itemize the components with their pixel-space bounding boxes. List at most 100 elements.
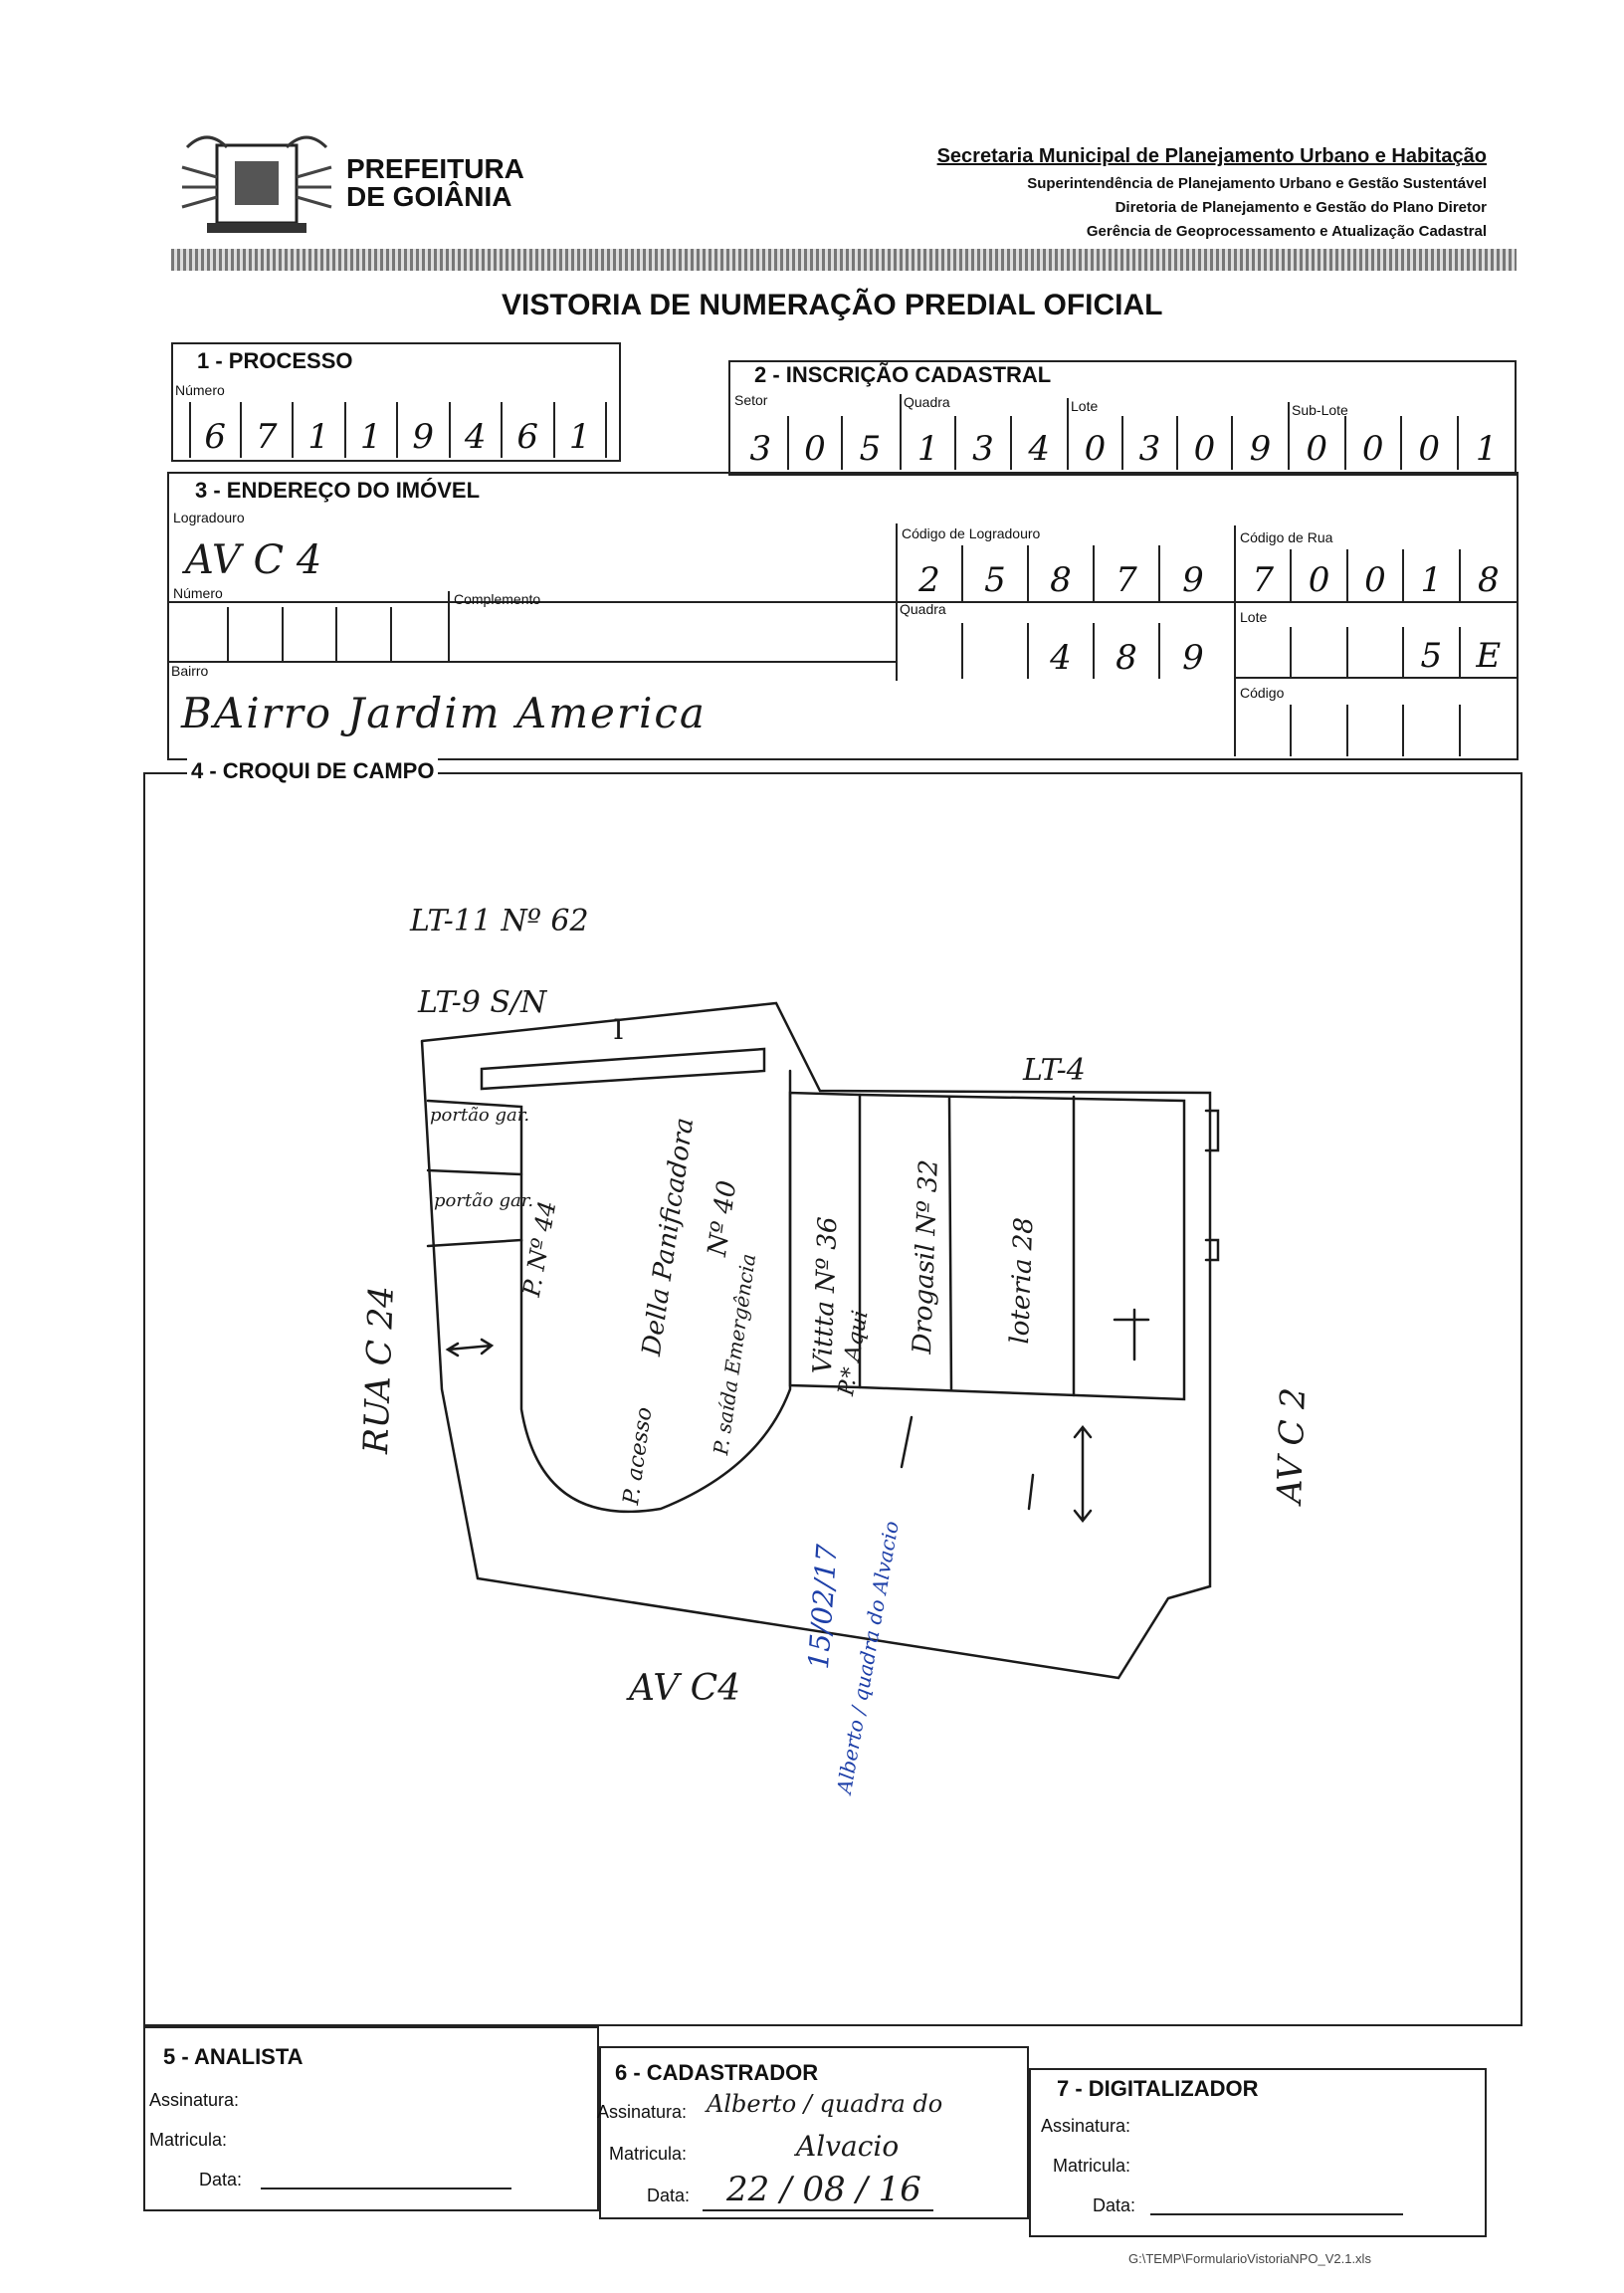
note-i-mark: I <box>613 1013 625 1046</box>
croqui-title: 4 - CROQUI DE CAMPO <box>187 758 439 784</box>
processo-numero-label: Número <box>175 382 225 398</box>
note-portao-2: portão gar. <box>434 1190 534 1211</box>
cod-logradouro-digit: 8 <box>1029 545 1095 601</box>
digitalizador-data-label: Data: <box>1093 2195 1136 2215</box>
quadra-address-digit <box>898 623 963 679</box>
cod-logradouro-digit: 5 <box>963 545 1029 601</box>
inscricao-box <box>728 360 1517 476</box>
analista-title: 5 - ANALISTA <box>163 2044 304 2069</box>
lote-address-digit: E <box>1476 636 1502 676</box>
inscricao-divider <box>900 394 902 470</box>
codigo-digit <box>1236 705 1293 756</box>
quadra-digit: 3 <box>956 416 1012 470</box>
lote-label: Lote <box>1071 398 1099 414</box>
lote-address-digit <box>1236 627 1293 677</box>
cadastrador-title: 6 - CADASTRADOR <box>615 2060 819 2085</box>
codigo-digit <box>1461 705 1517 756</box>
quadra-address-digit: 4 <box>1029 623 1095 679</box>
analista-data-label: Data: <box>199 2170 243 2189</box>
numero-label: Número <box>173 585 223 601</box>
form-title: VISTORIA DE NUMERAÇÃO PREDIAL OFICIAL <box>502 289 1163 321</box>
processo-title: 1 - PROCESSO <box>197 348 353 373</box>
footer-file-path: G:\TEMP\FormularioVistoriaNPO_V2.1.xls <box>1128 2251 1371 2266</box>
numero-digit <box>337 607 392 661</box>
header-secretaria: Secretaria Municipal de Planejamento Urb… <box>936 145 1487 167</box>
bairro-label: Bairro <box>171 663 209 679</box>
cod-rua-cells: 7 0 0 1 8 <box>1236 549 1517 601</box>
quadra-cells: 1 3 4 <box>902 416 1067 470</box>
setor-digit: 3 <box>734 416 789 470</box>
endereco-divider <box>1234 677 1517 679</box>
arrow <box>1073 1424 1093 1524</box>
site-sketch <box>420 1001 1220 1680</box>
analista-matricula-label: Matricula: <box>149 2130 228 2150</box>
lote-address-digit: 5 <box>1404 627 1461 677</box>
sublote-digit: 0 <box>1290 416 1346 470</box>
processo-digit: 6 <box>189 402 242 458</box>
quadra-address-digit: 8 <box>1095 623 1160 679</box>
codigo-label: Código <box>1240 685 1285 701</box>
cod-logradouro-label: Código de Logradouro <box>902 525 1041 541</box>
processo-numero-cells: 6 7 1 1 9 4 6 1 <box>189 402 607 458</box>
note-lt4: LT-4 <box>1023 1053 1086 1088</box>
processo-digit: 9 <box>398 402 451 458</box>
processo-box <box>171 342 621 462</box>
note-av-c4: AV C4 <box>629 1668 741 1709</box>
endereco-divider <box>448 591 450 663</box>
logradouro-label: Logradouro <box>173 510 245 525</box>
numero-digit <box>284 607 338 661</box>
quadra-address-digit: 9 <box>1182 638 1204 678</box>
logradouro-value: AV C 4 <box>185 537 322 583</box>
digitalizador-title: 7 - DIGITALIZADOR <box>1057 2076 1259 2101</box>
complemento-label: Complemento <box>454 591 541 607</box>
note-rua-c24: RUA C 24 <box>356 1285 402 1455</box>
processo-digit: 1 <box>346 402 398 458</box>
cadastrador-data-label: Data: <box>647 2186 691 2205</box>
numero-cells <box>175 607 446 661</box>
setor-digit: 0 <box>789 416 844 470</box>
lote-digit: 9 <box>1249 429 1272 469</box>
lote-address-label: Lote <box>1240 609 1268 625</box>
lote-digit: 0 <box>1178 416 1233 470</box>
note-lt11: LT-11 Nº 62 <box>410 904 589 938</box>
cod-rua-digit: 7 <box>1236 549 1293 601</box>
lot-outline <box>420 1001 1212 1680</box>
setor-cells: 3 0 5 <box>734 416 898 470</box>
processo-digit: 7 <box>242 402 294 458</box>
note-lt9: LT-9 S/N <box>418 985 547 1020</box>
sublote-digit: 0 <box>1346 416 1402 470</box>
bairro-value: BAirro Jardim America <box>181 689 707 737</box>
cod-rua-label: Código de Rua <box>1240 529 1333 545</box>
cod-logradouro-cells: 2 5 8 7 9 <box>898 545 1226 601</box>
digitalizador-box <box>1029 2068 1487 2237</box>
cadastrador-assinatura: Alberto / quadra do <box>707 2090 943 2118</box>
codigo-digit <box>1404 705 1461 756</box>
org-name-line1: PREFEITURA <box>346 153 524 184</box>
header-diretoria: Diretoria de Planejamento e Gestão do Pl… <box>1115 199 1487 216</box>
digitalizador-assinatura-label: Assinatura: <box>1041 2116 1131 2136</box>
cod-logradouro-digit: 2 <box>898 545 963 601</box>
quadra-address-digit <box>963 623 1029 679</box>
goiania-coat-of-arms <box>177 127 336 237</box>
lote-address-digit <box>1348 627 1405 677</box>
endereco-divider <box>169 601 1517 603</box>
codigo-digit <box>1292 705 1348 756</box>
header-superintendencia: Superintendência de Planejamento Urbano … <box>1027 175 1487 192</box>
lote-address-cells: 5 E <box>1236 627 1517 677</box>
cadastrador-assinatura-label: Assinatura: <box>597 2102 688 2122</box>
cod-logradouro-digit: 7 <box>1095 545 1160 601</box>
note-loteria: loteria 28 <box>1005 1216 1040 1346</box>
inscricao-divider <box>1288 402 1290 470</box>
processo-digit: 1 <box>555 402 607 458</box>
org-name: PREFEITURA DE GOIÂNIA <box>346 155 524 211</box>
arrow <box>1113 1308 1150 1361</box>
inscricao-divider <box>1067 398 1069 470</box>
analista-data-line <box>261 2188 511 2189</box>
cod-rua-digit: 0 <box>1292 549 1348 601</box>
cadastrador-data: 22 / 08 / 16 <box>726 2170 921 2209</box>
processo-digit: 1 <box>294 402 346 458</box>
arrow <box>900 1415 1035 1511</box>
lote-digit: 3 <box>1123 416 1178 470</box>
note-portao-1: portão gar. <box>430 1105 530 1126</box>
endereco-box <box>167 472 1519 760</box>
